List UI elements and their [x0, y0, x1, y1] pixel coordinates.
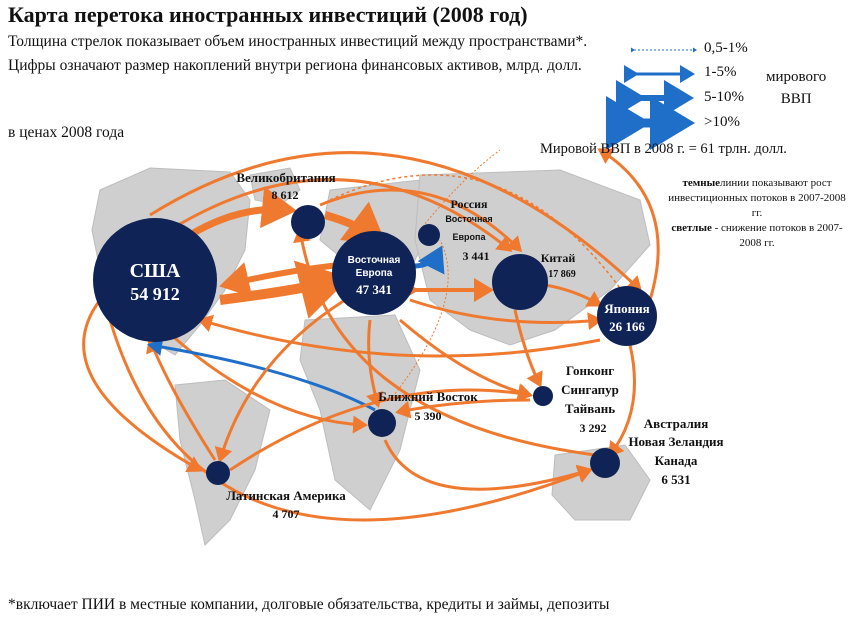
- flow-europe-japan: [409, 298, 603, 331]
- hk-name-3: Тайвань: [565, 401, 615, 416]
- flow-china-hk: [513, 309, 543, 388]
- legend-side-label-2: ВВП: [780, 91, 812, 107]
- flow-usa-japan: [149, 151, 643, 293]
- node-europe: [332, 231, 416, 315]
- flow-usa-latam: [82, 299, 203, 472]
- flow-aus-uk: [292, 227, 596, 457]
- map-description: Толщина стрелок показывает объем иностра…: [8, 33, 588, 74]
- flow-latam-hk: [229, 384, 533, 472]
- legend-side-label: мирового ВВП: [766, 66, 826, 110]
- latam-name: Латинская Америка: [226, 488, 346, 503]
- investment-flows: [82, 148, 660, 522]
- line-shade-note: темныелинии показывают рост инвестиционн…: [662, 176, 852, 251]
- europe-value: 47 341: [356, 282, 392, 297]
- aus-value: 6 531: [661, 472, 690, 487]
- china-name: Китай: [541, 251, 576, 265]
- node-aus: [590, 448, 620, 478]
- latam-value: 4 707: [273, 507, 300, 521]
- russia-name: Россия: [450, 197, 488, 211]
- flow-usa-china: [169, 178, 513, 252]
- hk-value: 3 292: [580, 421, 607, 435]
- russia-sub-2: Европа: [453, 232, 487, 242]
- dark-word: темные: [682, 177, 721, 189]
- mideast-value: 5 390: [415, 409, 442, 423]
- uk-value: 8 612: [272, 188, 299, 202]
- mideast-name: Ближний Восток: [378, 389, 478, 404]
- china-value: 17 869: [548, 269, 576, 280]
- hk-name-1: Гонконг: [566, 363, 614, 378]
- aus-name-3: Канада: [655, 453, 698, 468]
- legend-arrows: [606, 47, 697, 150]
- node-hk: [533, 386, 553, 406]
- europe-name-1: Восточная: [348, 255, 401, 266]
- flow-usa-aus: [108, 319, 593, 522]
- light-text: - снижение потоков в 2007-2008 гг.: [711, 222, 843, 249]
- flow-hk-mideast: [395, 398, 531, 419]
- flow-europe-hk: [399, 318, 533, 401]
- japan-name: Япония: [604, 301, 649, 316]
- node-mideast: [368, 409, 396, 437]
- light-word: светлые: [671, 222, 712, 234]
- flow-dotted-russia: [419, 149, 501, 231]
- flow-china-japan: [544, 283, 603, 307]
- node-china: [492, 254, 548, 310]
- prices-note: в ценах 2008 года: [8, 124, 125, 141]
- node-usa: [93, 218, 217, 342]
- node-latam: [206, 461, 230, 485]
- russia-value: 3 441: [463, 249, 490, 263]
- australia-land: [551, 444, 651, 521]
- uk-name: Великобритания: [236, 170, 335, 185]
- node-inner-labels: США 54 912 Восточная Европа 47 341 Япони…: [130, 255, 650, 334]
- usa-value: 54 912: [130, 284, 180, 304]
- flow-mideast-aus: [383, 439, 593, 491]
- footnote: *включает ПИИ в местные компании, долгов…: [8, 596, 610, 613]
- flow-europe-usa: [219, 262, 341, 298]
- flow-japan-usa: [197, 314, 601, 358]
- region-nodes: [93, 205, 657, 485]
- world-gdp-note: Мировой ВВП в 2008 г. = 61 трлн. долл.: [540, 141, 787, 157]
- aus-name-2: Новая Зеландия: [628, 434, 723, 449]
- flow-japan-curve-right: [597, 148, 660, 301]
- europe-name-2: Европа: [356, 268, 393, 279]
- legend-item-4: >10%: [704, 114, 740, 130]
- flow-usa-uk: [188, 186, 297, 239]
- aus-name-1: Австралия: [644, 416, 709, 431]
- flow-uk-china: [319, 188, 523, 253]
- legend-item-1: 0,5-1%: [704, 40, 748, 56]
- legend-side-label-1: мирового: [766, 69, 827, 85]
- africa-land: [299, 314, 421, 511]
- russia-sub-1: Восточная: [445, 214, 492, 224]
- flow-uk-japan: [329, 174, 626, 297]
- legend-item-3: 5-10%: [704, 89, 744, 105]
- node-japan: [597, 286, 657, 346]
- flow-japan-aus: [608, 344, 636, 458]
- japan-value: 26 166: [609, 319, 645, 334]
- legend-item-2: 1-5%: [704, 64, 737, 80]
- flow-dotted-mideast: [389, 239, 449, 401]
- node-uk: [291, 205, 325, 239]
- dark-text: линии показывают рост инвестиционных пот…: [668, 177, 846, 219]
- node-russia: [418, 224, 440, 246]
- page-title: Карта перетока иностранных инвестиций (2…: [8, 2, 528, 27]
- flow-usa-europe: [219, 260, 350, 319]
- flow-europe-mideast: [366, 319, 384, 408]
- flow-europe-latam: [214, 298, 346, 463]
- node-outer-labels: Великобритания 8 612 Россия Восточная Ев…: [226, 170, 723, 521]
- hk-name-2: Сингапур: [561, 382, 619, 397]
- usa-name: США: [130, 260, 181, 282]
- flow-mideast-usa: [147, 338, 376, 412]
